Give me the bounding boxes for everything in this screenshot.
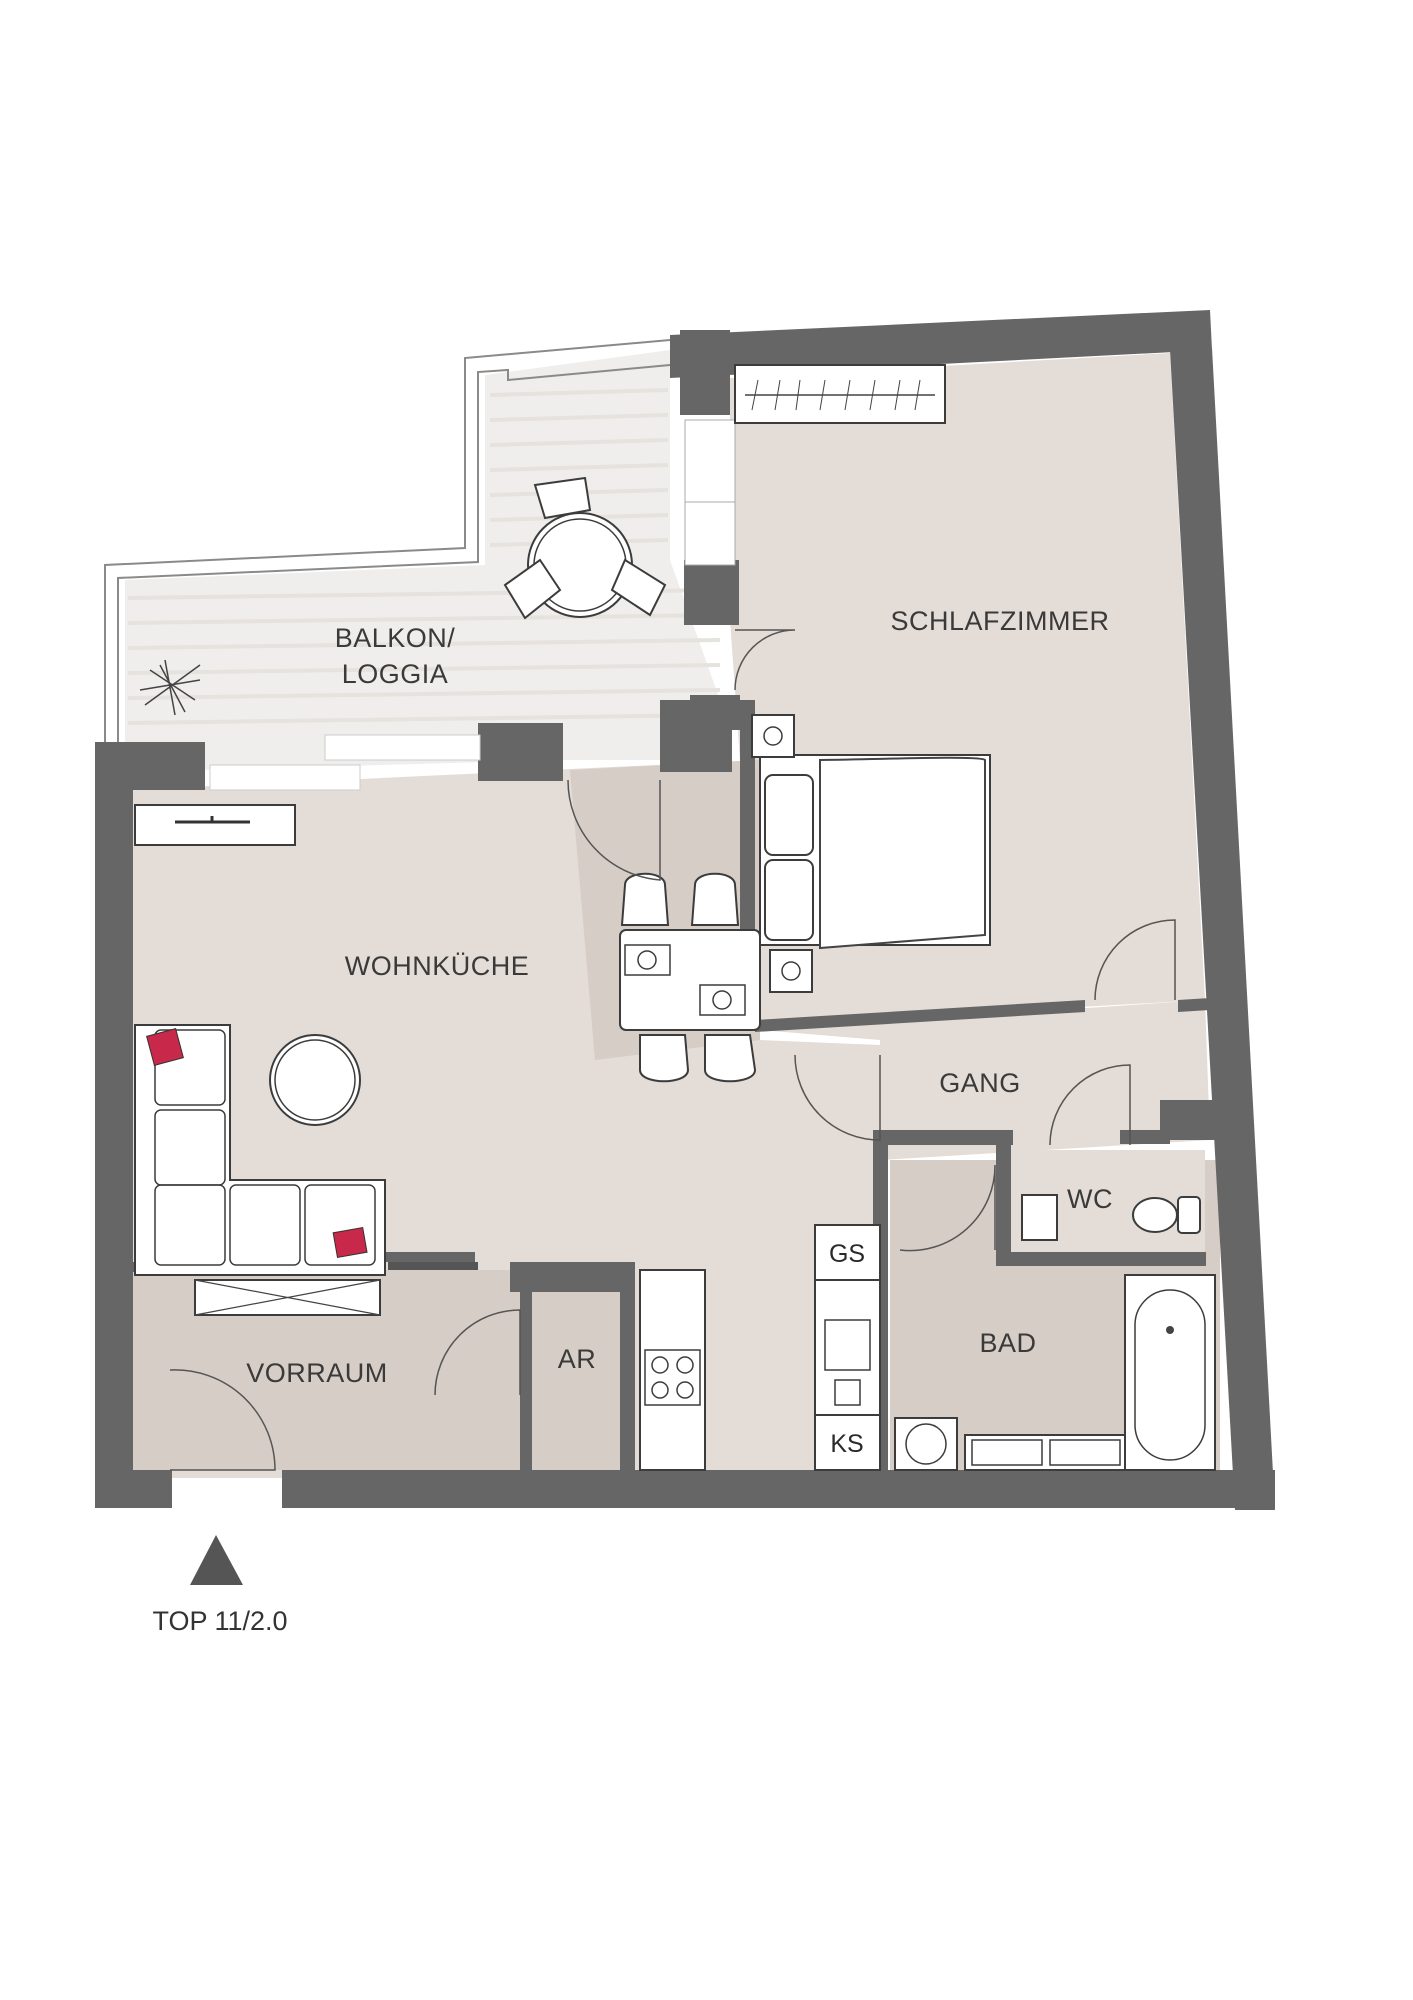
cushion-icon xyxy=(146,1028,368,1258)
room-label-balkon: BALKON/ xyxy=(335,623,456,653)
kitchen-counter xyxy=(639,1269,706,1471)
window-strip xyxy=(684,419,736,566)
double-sink xyxy=(964,1434,1126,1471)
room-label-schlafzimmer: SCHLAFZIMMER xyxy=(890,606,1109,636)
coffee-table xyxy=(269,1034,361,1126)
room-label-wc: WC xyxy=(1067,1184,1113,1214)
entrance-arrow-icon xyxy=(190,1535,243,1585)
bed xyxy=(759,754,991,950)
sofa xyxy=(134,1024,386,1276)
doors xyxy=(169,629,1176,1471)
balcony-floor xyxy=(125,350,721,770)
appliance-label-gs: GS xyxy=(829,1240,865,1268)
walls xyxy=(95,310,1275,1510)
wc-sink xyxy=(1021,1194,1058,1241)
window-strip xyxy=(324,734,481,761)
wardrobe xyxy=(734,364,946,424)
radiator xyxy=(388,1262,478,1270)
gang-floor xyxy=(760,1000,1210,1160)
room-label-wohnkueche: WOHNKÜCHE xyxy=(345,951,530,981)
unit-label: TOP 11/2.0 xyxy=(152,1606,287,1636)
balcony-parapet xyxy=(104,339,671,742)
tv-sideboard xyxy=(134,804,296,846)
balcony-table-set xyxy=(503,476,667,620)
ar-floor xyxy=(530,1290,620,1470)
bathtub xyxy=(1124,1274,1216,1471)
room-label-ar: AR xyxy=(558,1344,597,1374)
nightstand-top xyxy=(751,714,795,758)
plant-icon xyxy=(139,659,201,716)
room-label-vorraum: VORRAUM xyxy=(246,1358,388,1388)
room-label-bad: BAD xyxy=(979,1328,1036,1358)
room-label-gang: GANG xyxy=(939,1068,1021,1098)
toilet xyxy=(1132,1196,1201,1234)
washing-machine xyxy=(894,1417,958,1471)
nightstand-bottom xyxy=(769,949,813,993)
window-strip xyxy=(209,764,361,791)
appliance-label-ks: KS xyxy=(830,1430,863,1458)
kitchen-counter-right xyxy=(814,1224,881,1471)
dining-chairs xyxy=(620,872,757,1083)
dining-table xyxy=(619,929,761,1031)
room-label-loggia: LOGGIA xyxy=(342,659,449,689)
